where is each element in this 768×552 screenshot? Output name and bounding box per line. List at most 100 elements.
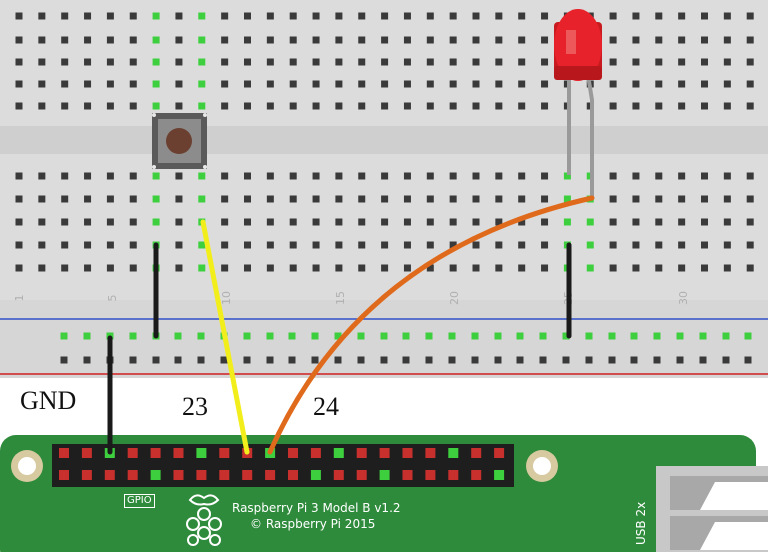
- breadboard-hole: [495, 80, 503, 88]
- breadboard-hole: [541, 264, 549, 272]
- breadboard-hole: [723, 195, 731, 203]
- breadboard-hole: [15, 241, 23, 249]
- breadboard-hole: [198, 58, 206, 66]
- gpio-pin: [59, 470, 69, 480]
- breadboard-hole: [632, 218, 640, 226]
- breadboard-hole: [472, 80, 480, 88]
- breadboard-hole: [335, 80, 343, 88]
- breadboard-hole: [335, 241, 343, 249]
- breadboard-hole: [425, 356, 433, 364]
- breadboard-hole: [678, 218, 686, 226]
- breadboard-hole: [129, 264, 137, 272]
- gpio-label: GPIO: [124, 494, 155, 508]
- breadboard-hole: [244, 241, 251, 249]
- breadboard-hole: [746, 80, 754, 88]
- usb-label: USB 2x: [634, 501, 648, 545]
- breadboard-hole: [15, 218, 23, 226]
- breadboard-hole: [312, 264, 320, 272]
- breadboard-hole: [403, 172, 411, 180]
- breadboard-hole: [609, 80, 617, 88]
- breadboard-hole: [266, 102, 274, 110]
- breadboard-hole: [84, 195, 92, 203]
- breadboard-hole: [495, 241, 503, 249]
- breadboard-hole: [243, 332, 251, 340]
- breadboard-hole: [358, 218, 366, 226]
- breadboard-hole: [381, 58, 389, 66]
- breadboard-hole: [129, 12, 137, 20]
- breadboard-hole: [653, 332, 661, 340]
- breadboard-hole: [495, 195, 503, 203]
- breadboard-hole: [402, 332, 410, 340]
- breadboard-hole: [15, 172, 23, 180]
- breadboard-hole: [518, 36, 526, 44]
- breadboard-hole: [198, 36, 206, 44]
- gpio-pin: [288, 470, 298, 480]
- breadboard-hole: [653, 356, 661, 364]
- gpio-pin: [333, 470, 344, 480]
- breadboard-hole: [563, 195, 571, 203]
- breadboard-hole: [220, 356, 228, 364]
- breadboard-hole: [289, 102, 297, 110]
- breadboard-hole: [106, 241, 114, 249]
- breadboard-hole: [655, 12, 663, 20]
- breadboard-hole: [472, 172, 480, 180]
- breadboard-hole: [518, 58, 526, 66]
- breadboard-hole: [449, 264, 457, 272]
- breadboard-hole: [723, 218, 731, 226]
- breadboard-hole: [84, 36, 92, 44]
- breadboard-hole: [175, 241, 183, 249]
- breadboard-hole: [541, 241, 549, 249]
- breadboard-hole: [701, 264, 708, 272]
- board-copyright-text: © Raspberry Pi 2015: [250, 517, 376, 531]
- breadboard-hole: [746, 172, 754, 180]
- breadboard-hole: [15, 36, 23, 44]
- breadboard-hole: [632, 80, 640, 88]
- breadboard-hole: [357, 332, 365, 340]
- breadboard-hole: [746, 264, 754, 272]
- breadboard-hole: [335, 36, 343, 44]
- breadboard-hole: [84, 58, 92, 66]
- breadboard-hole: [403, 241, 411, 249]
- breadboard-hole: [518, 264, 526, 272]
- breadboard-hole: [586, 218, 594, 226]
- board-model-text: Raspberry Pi 3 Model B v1.2: [232, 501, 401, 515]
- column-number-row: 1 5 10 15 20 25 30: [13, 291, 690, 305]
- breadboard-hole: [288, 332, 296, 340]
- gpio23-wire: [200, 219, 250, 455]
- column-number-30: 30: [677, 291, 690, 305]
- breadboard-hole: [655, 195, 663, 203]
- breadboard-hole: [632, 12, 640, 20]
- breadboard-hole: [221, 241, 229, 249]
- breadboard-hole: [175, 264, 183, 272]
- breadboard-hole: [175, 80, 183, 88]
- breadboard-hole: [83, 332, 91, 340]
- breadboard-hole: [495, 264, 503, 272]
- breadboard-hole: [334, 356, 342, 364]
- breadboard-hole: [563, 172, 571, 180]
- breadboard-hole: [699, 332, 707, 340]
- breadboard-hole: [609, 12, 617, 20]
- breadboard-hole: [426, 80, 434, 88]
- breadboard-hole: [244, 58, 251, 66]
- gpio-pin: [494, 448, 505, 458]
- push-button: [152, 113, 207, 169]
- breadboard-hole: [701, 36, 708, 44]
- raspberry-pi-logo: [186, 494, 222, 546]
- breadboard-hole: [244, 80, 251, 88]
- gpio-pin: [471, 470, 482, 480]
- breadboard-hole: [609, 264, 617, 272]
- breadboard-hole: [198, 172, 206, 180]
- breadboard-hole: [655, 172, 663, 180]
- breadboard-hole: [198, 102, 206, 110]
- breadboard-hole: [335, 172, 343, 180]
- gpio-pin: [81, 448, 92, 458]
- gpio-pin: [219, 448, 230, 458]
- breadboard-hole: [678, 241, 686, 249]
- breadboard-hole: [449, 102, 457, 110]
- breadboard-hole: [518, 241, 526, 249]
- breadboard-hole: [175, 12, 183, 20]
- breadboard-hole: [516, 332, 524, 340]
- gpio-pin: [379, 470, 390, 480]
- breadboard-hole: [38, 218, 46, 226]
- breadboard-hole: [609, 58, 617, 66]
